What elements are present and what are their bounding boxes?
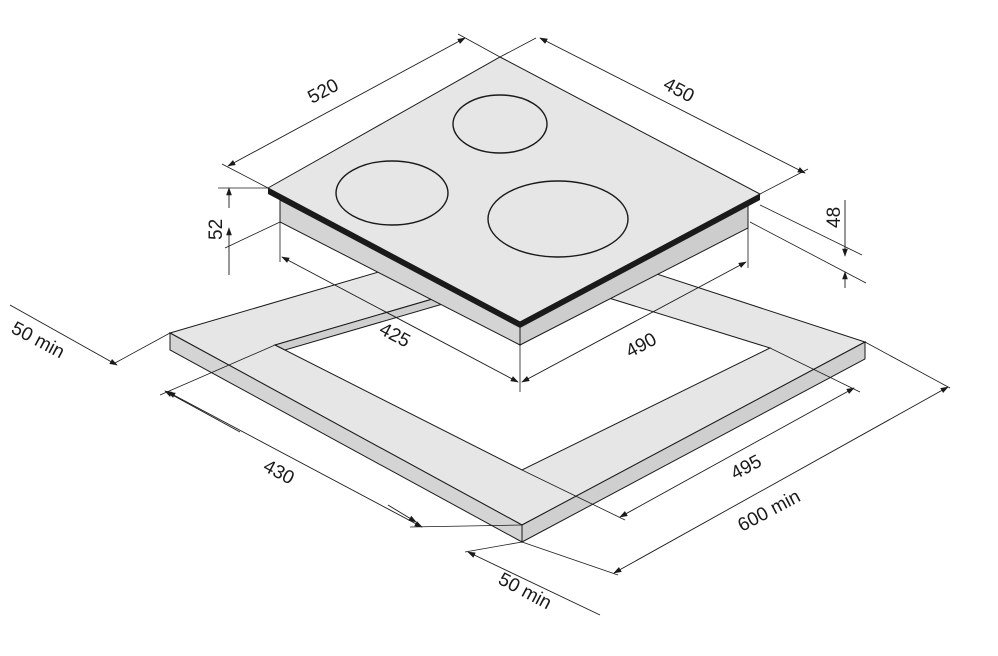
label-cutout-depth: 490 (622, 329, 660, 362)
label-countertop-left-depth: 430 (260, 456, 298, 489)
cooking-zone-large (487, 180, 629, 258)
label-countertop-total: 600 min (734, 486, 804, 536)
label-hob-height: 52 (206, 219, 227, 240)
label-clearance-front: 50 min (495, 569, 555, 614)
countertop-front-right-side (521, 341, 866, 543)
dimension-lines (9, 33, 951, 616)
label-countertop-right-depth: 495 (727, 451, 765, 484)
label-hob-width: 520 (304, 75, 342, 108)
label-clearance-left: 50 min (8, 318, 68, 363)
label-glass-height: 48 (824, 207, 845, 228)
countertop-front-left-side (169, 332, 523, 543)
